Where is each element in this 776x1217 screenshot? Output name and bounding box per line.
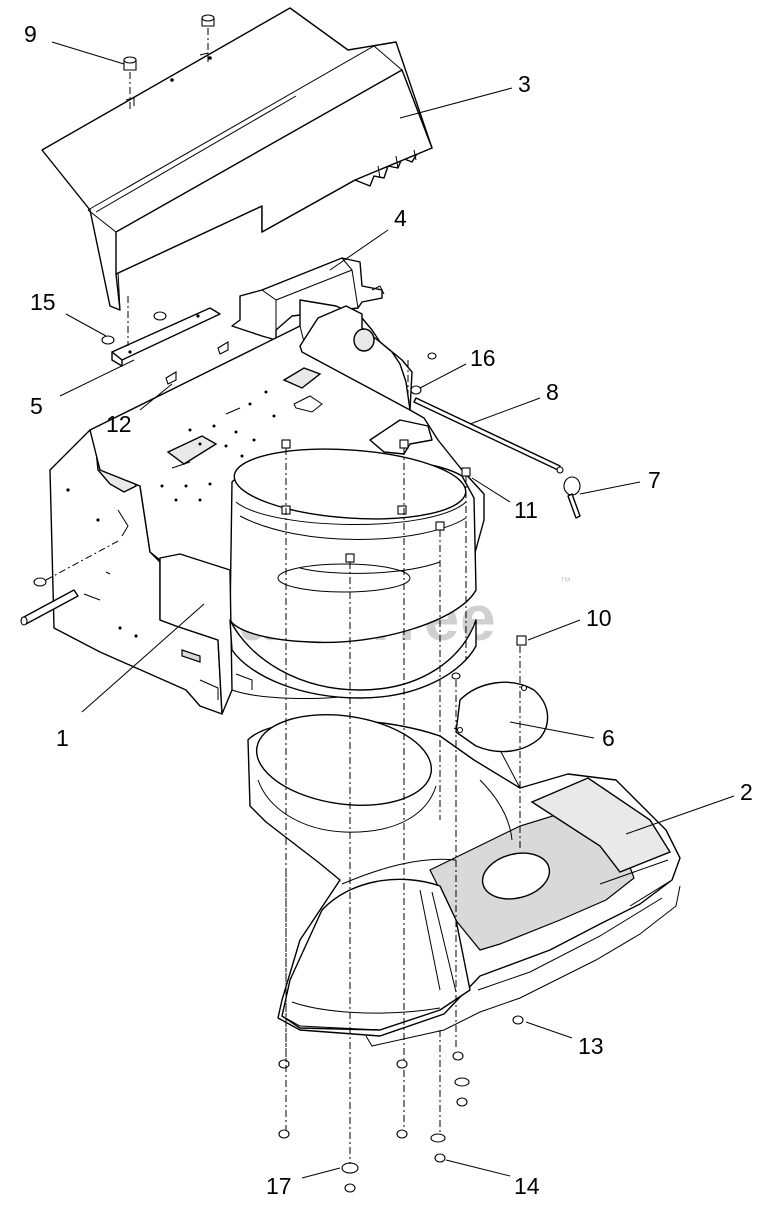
rod: [20, 589, 79, 626]
part-7-pin: [563, 476, 581, 519]
callout-1: 1: [56, 725, 69, 751]
callout-10: 10: [586, 605, 612, 631]
callout-9: 9: [24, 21, 37, 47]
callout-12: 12: [106, 411, 132, 437]
assembly-lines: [45, 28, 521, 1164]
callout-8: 8: [546, 379, 559, 405]
part-2-lower-housing: [247, 714, 681, 1047]
leader-lines: [51, 41, 735, 1179]
part-6-cover-plate: [455, 681, 549, 753]
callout-16: 16: [470, 345, 496, 371]
callout-3: 3: [518, 71, 531, 97]
callout-labels: 9 3 4 15 5 12 16 8 7 11 10 6 2 1 13 14 1…: [24, 21, 753, 1199]
part-4-bracket: [231, 257, 385, 341]
watermark-trademark: ™: [560, 576, 571, 588]
hardware: [33, 14, 527, 1193]
callout-13: 13: [578, 1033, 604, 1059]
callout-11: 11: [514, 497, 538, 523]
callout-5: 5: [30, 393, 43, 419]
part-3-top-cover: [41, 7, 433, 311]
callout-7: 7: [648, 467, 661, 493]
callout-6: 6: [602, 725, 615, 751]
callout-2: 2: [740, 779, 753, 805]
part-8-rod: [369, 397, 564, 474]
part-1-housing-frame: [49, 299, 485, 715]
callout-15: 15: [30, 289, 56, 315]
callout-14: 14: [514, 1173, 540, 1199]
callout-4: 4: [394, 205, 407, 231]
callout-17: 17: [266, 1173, 292, 1199]
